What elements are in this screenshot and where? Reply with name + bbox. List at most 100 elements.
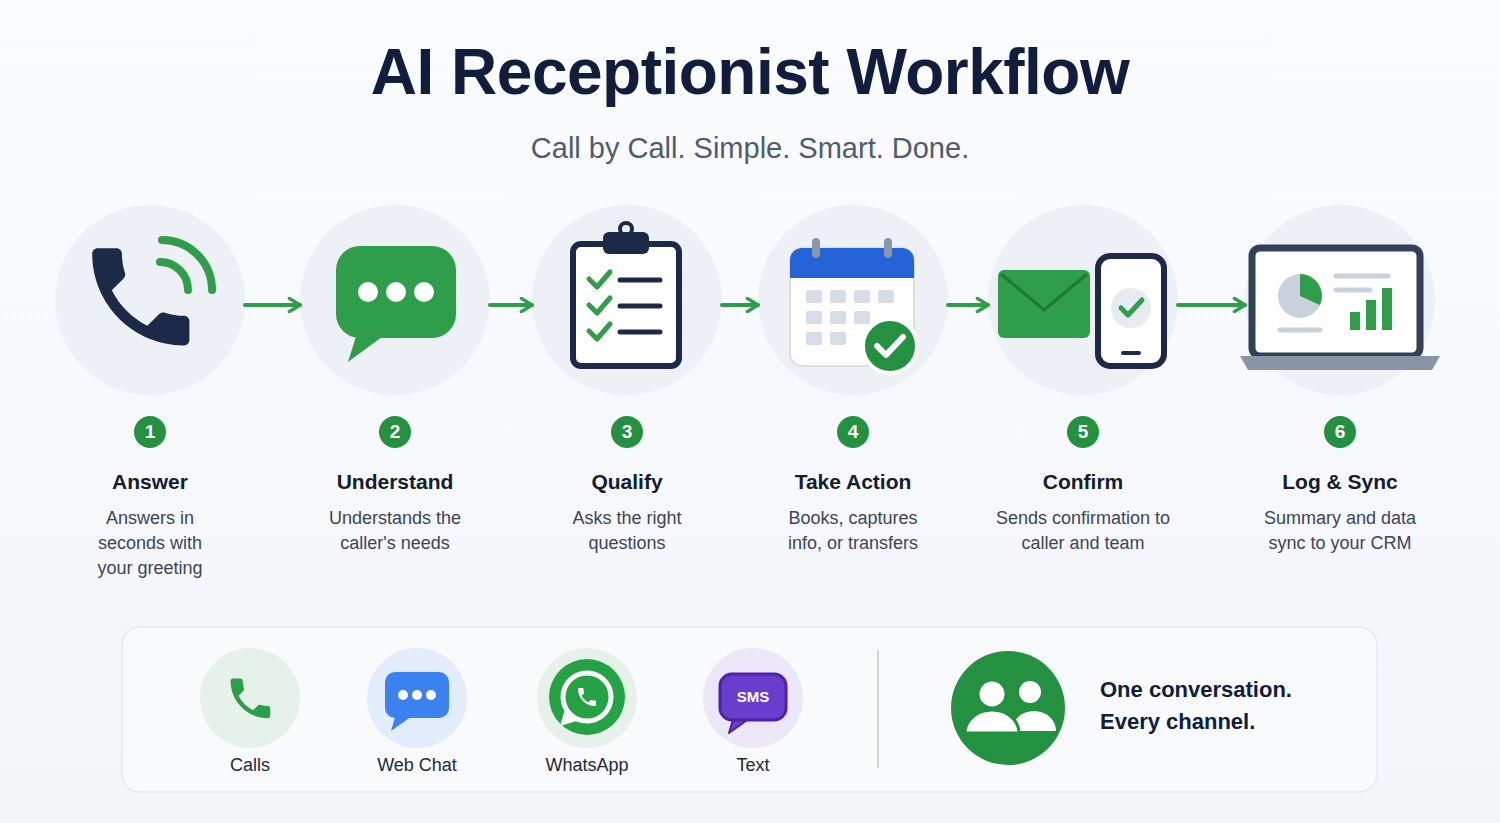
- calendar-icon: [790, 238, 917, 373]
- calendar-icon-part-part: [854, 311, 870, 324]
- calendar-icon-part-part: [806, 332, 822, 345]
- webchat-channel-icon-part: [426, 690, 436, 700]
- step-title: Confirm: [988, 468, 1178, 496]
- step-number: 2: [379, 416, 411, 448]
- whatsapp-channel-icon: [537, 648, 637, 748]
- laptop-icon-part: [1278, 274, 1322, 318]
- channel-panel-frame-part: [877, 650, 879, 768]
- chat-bubble-icon-part: [348, 330, 386, 362]
- people-icon-part: [1019, 681, 1041, 703]
- phone-icon-part: [162, 240, 212, 290]
- confirm-icon-part: [1098, 256, 1164, 366]
- flow-arrow: [490, 303, 532, 307]
- webchat-channel-icon-part: [391, 714, 412, 731]
- channel-label: Web Chat: [352, 754, 482, 776]
- icon-backdrops-part: [988, 205, 1178, 395]
- clipboard-icon-part: [620, 304, 660, 309]
- step-title: Understand: [300, 468, 490, 496]
- webchat-channel-icon: [367, 648, 467, 748]
- calendar-icon-part: [790, 248, 914, 278]
- calendar-icon-part: [884, 238, 892, 258]
- calendar-icon-part: [877, 337, 903, 355]
- calendar-icon-part-part: [830, 290, 846, 303]
- icon-backdrops: [55, 205, 1435, 395]
- step-node: 1AnswerAnswers in seconds with your gree…: [55, 210, 245, 590]
- clipboard-icon-part: [589, 324, 610, 339]
- step-node: 4Take ActionBooks, captures info, or tra…: [758, 210, 948, 590]
- clipboard-icon-part: [573, 244, 679, 366]
- channel-panel: CallsWeb ChatWhatsAppSMSTextOne conversa…: [122, 627, 1377, 792]
- diagram-title: AI Receptionist Workflow: [0, 32, 1500, 112]
- laptop-icon-part: [1252, 248, 1420, 356]
- calendar-icon-part-part: [806, 290, 822, 303]
- step-number: 4: [837, 416, 869, 448]
- confirm-icon: [998, 256, 1164, 366]
- channel-label: Text: [688, 754, 818, 776]
- calls-channel-icon-part: [231, 679, 271, 719]
- people-icon-part: [978, 680, 1006, 708]
- laptop-icon-part: [1336, 288, 1370, 293]
- confirm-icon-part: [1123, 351, 1139, 355]
- confirm-icon-part: [1001, 274, 1087, 310]
- channel-label: Calls: [185, 754, 315, 776]
- channel-node: Web Chat: [352, 645, 482, 785]
- people-icon: [951, 651, 1065, 765]
- laptop-icon-part: [1366, 300, 1376, 330]
- whatsapp-channel-icon-part: [578, 688, 596, 706]
- channel-node: Calls: [185, 645, 315, 785]
- flow-arrow: [948, 303, 988, 307]
- calendar-icon-part-part: [830, 311, 846, 324]
- diagram-subtitle: Call by Call. Simple. Smart. Done.: [0, 128, 1500, 168]
- calendar-icon-part-part: [806, 311, 822, 324]
- chat-bubble-icon-part: [358, 282, 378, 302]
- laptop-icon-part: [1300, 274, 1322, 305]
- phone-icon-part: [92, 248, 189, 345]
- channel-panel-frame: [122, 627, 1377, 792]
- laptop-icon-part: [1382, 288, 1392, 330]
- chat-bubble-icon-part: [386, 282, 406, 302]
- flow-arrow: [1178, 303, 1245, 307]
- webchat-channel-icon-part: [412, 690, 422, 700]
- calls-channel-icon: [200, 648, 300, 748]
- phone-icon: [92, 240, 212, 345]
- step-number: 1: [134, 416, 166, 448]
- confirm-icon-part: [1111, 288, 1151, 328]
- clipboard-icon-part: [620, 223, 632, 235]
- calendar-icon-part-part: [854, 290, 870, 303]
- icon-backdrops-part: [532, 205, 722, 395]
- icon-backdrops-part: [55, 205, 245, 395]
- step-node: 3QualifyAsks the right questions: [532, 210, 722, 590]
- channel-panel-frame-part: [122, 627, 1377, 792]
- step-description: Asks the right questions: [547, 506, 707, 556]
- step-title: Log & Sync: [1245, 468, 1435, 496]
- step-description: Books, captures info, or transfers: [773, 506, 933, 556]
- channel-label: WhatsApp: [522, 754, 652, 776]
- step-node: 2UnderstandUnderstands the caller's need…: [300, 210, 490, 590]
- step-description: Answers in seconds with your greeting: [80, 506, 220, 581]
- chat-bubble-icon-part: [336, 246, 456, 338]
- calendar-icon-part: [863, 319, 917, 373]
- calls-channel-icon-part: [200, 648, 300, 748]
- step-description: Sends confirmation to caller and team: [993, 506, 1173, 556]
- calendar-icon-part-part: [830, 332, 846, 345]
- laptop-icon-part: [1350, 312, 1360, 330]
- flow-arrow: [245, 303, 300, 307]
- clipboard-icon-part: [589, 272, 610, 287]
- confirm-icon-part: [998, 270, 1090, 338]
- flow-arrow: [722, 303, 758, 307]
- clipboard-icon: [573, 223, 679, 366]
- chat-bubble-icon: [336, 246, 456, 362]
- channel-node: WhatsApp: [522, 645, 652, 785]
- laptop-icon-part: [1336, 274, 1388, 279]
- icon-backdrops-part: [758, 205, 948, 395]
- channel-node: SMSText: [688, 645, 818, 785]
- step-title: Take Action: [758, 468, 948, 496]
- calendar-icon-part: [812, 238, 820, 258]
- webchat-channel-icon-part: [398, 690, 408, 700]
- phone-icon-part: [160, 262, 188, 290]
- icon-backdrops-part: [300, 205, 490, 395]
- step-number: 3: [611, 416, 643, 448]
- clipboard-icon-part: [620, 278, 660, 283]
- whatsapp-channel-icon-part: [537, 648, 637, 748]
